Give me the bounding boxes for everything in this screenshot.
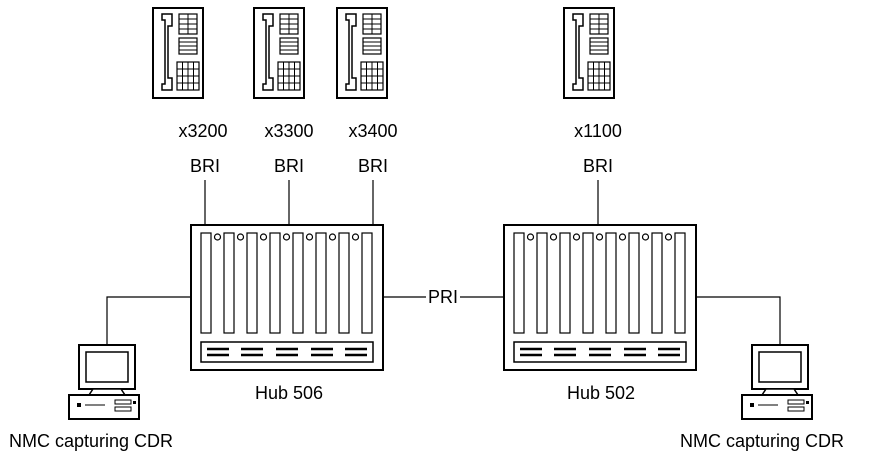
phone-x1100-icon [563, 7, 615, 99]
ext-label-x3300: x3300 [264, 121, 314, 141]
phone-x3300-icon [253, 7, 305, 99]
hub-502-label: Hub 502 [566, 383, 636, 403]
hub-502-icon [502, 223, 698, 372]
bri-label-x3400: BRI [357, 156, 389, 176]
nmc-computer-right-icon [741, 344, 813, 420]
pri-label: PRI [425, 287, 461, 307]
ext-label-x1100: x1100 [574, 121, 622, 141]
nmc-computer-left-icon [68, 344, 140, 420]
ext-label-x3200: x3200 [178, 121, 228, 141]
phone-x3200-icon [152, 7, 204, 99]
hub-506-label: Hub 506 [254, 383, 324, 403]
nmc-label-right: NMC capturing CDR [680, 431, 845, 451]
nmc-link-left [106, 296, 191, 345]
bri-label-x3200: BRI [189, 156, 221, 176]
bri-label-x1100: BRI [582, 156, 614, 176]
nmc-link-right [696, 296, 781, 345]
ext-label-x3400: x3400 [348, 121, 398, 141]
nmc-label-left: NMC capturing CDR [9, 431, 174, 451]
bri-label-x3300: BRI [273, 156, 305, 176]
phone-x3400-icon [336, 7, 388, 99]
hub-506-icon [189, 223, 385, 372]
